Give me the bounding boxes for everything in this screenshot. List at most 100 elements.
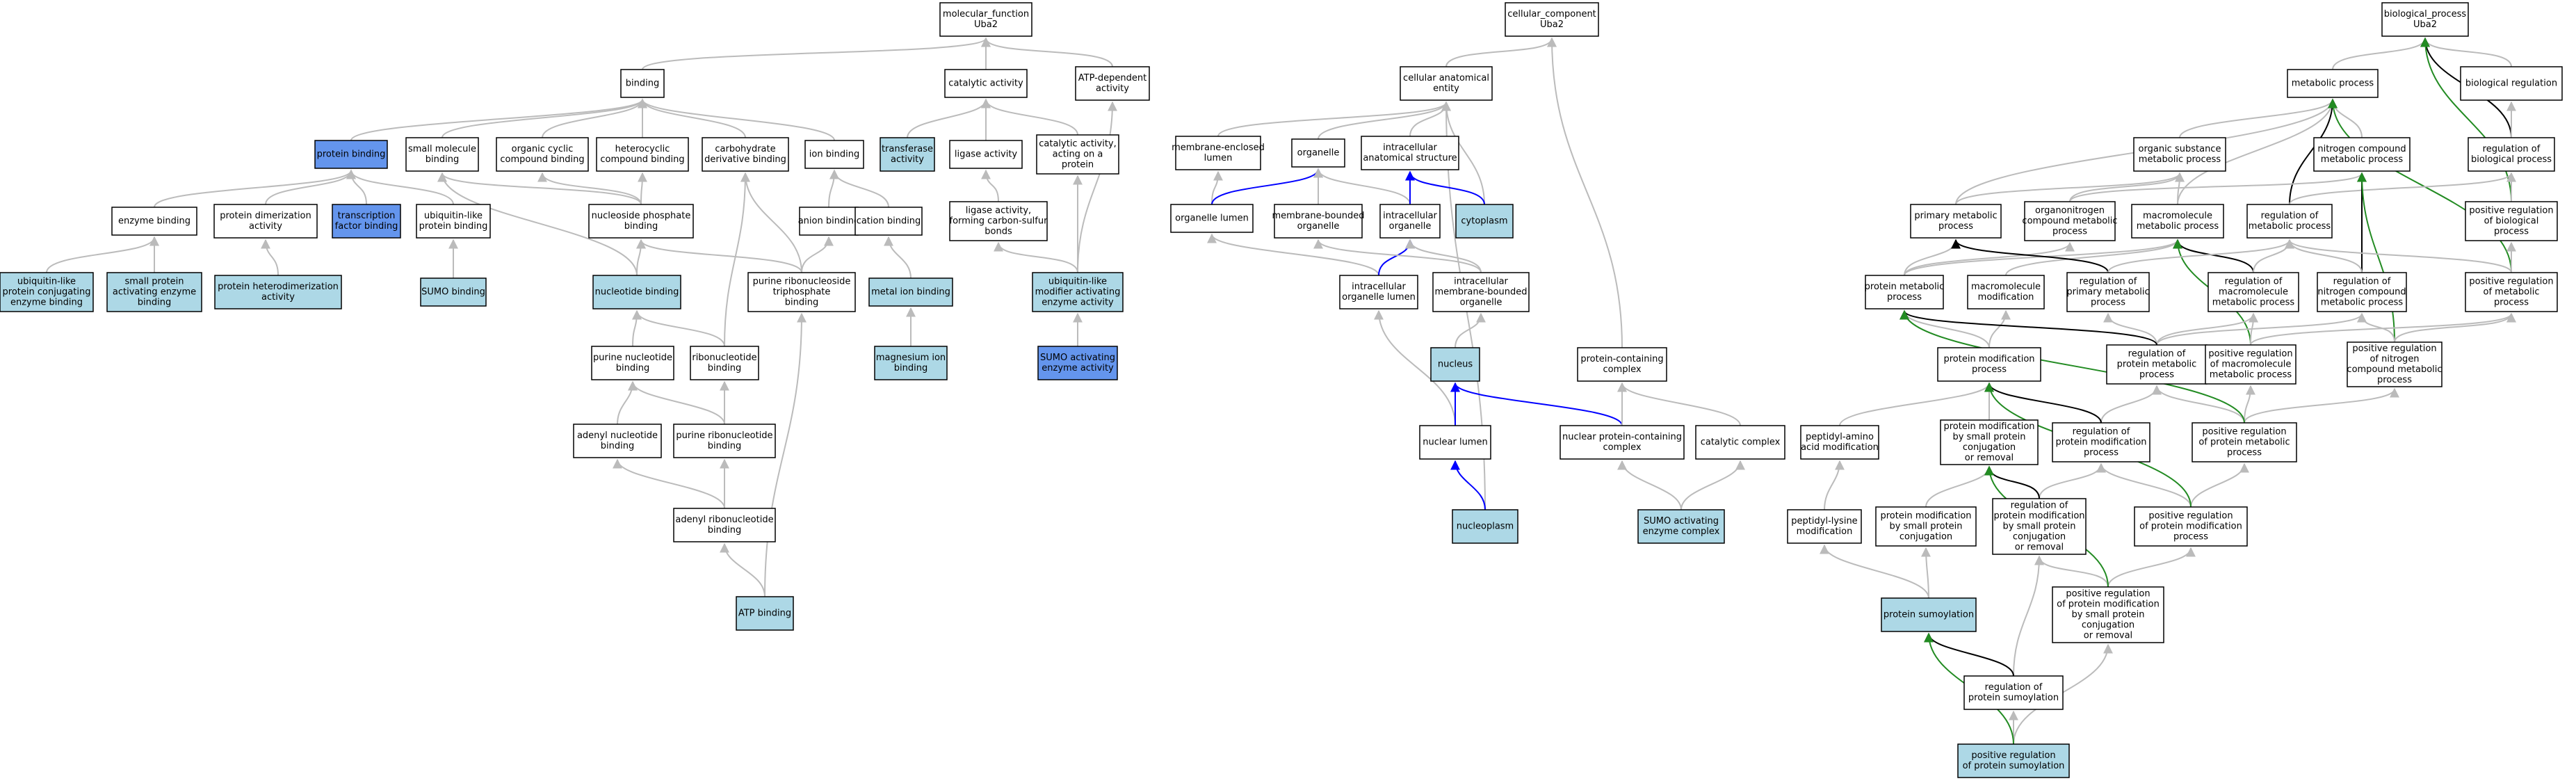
edge-ublact-to-ligasecs (994, 241, 1078, 273)
go-term-node-ligase[interactable]: ligase activity (949, 140, 1023, 169)
go-term-node-atp[interactable]: ATP binding (736, 596, 794, 631)
go-term-node-anion[interactable]: anion binding (798, 207, 860, 236)
go-term-node-sumobind[interactable]: SUMO binding (420, 277, 487, 307)
go-term-label: regulation of (2073, 427, 2130, 437)
go-term-node-cation[interactable]: cation binding (854, 207, 923, 236)
go-term-label: primary metabolic (1914, 211, 1997, 221)
go-term-node-catcomplex[interactable]: catalytic complex (1695, 425, 1785, 460)
go-term-box (2024, 201, 2116, 241)
go-term-node-ligasecs[interactable]: ligase activity,forming carbon-sulfurbon… (949, 201, 1048, 241)
go-term-label: activity (249, 221, 282, 232)
edge-intramemb-to-membbound (1313, 239, 1482, 273)
go-term-node-binding[interactable]: binding (620, 69, 665, 98)
go-term-node-catalytic[interactable]: catalytic activity (944, 69, 1028, 98)
go-term-node-metab[interactable]: metabolic process (2287, 69, 2379, 98)
go-term-label: adenyl ribonucleotide (675, 515, 773, 525)
go-term-label: of protein metabolic (2198, 437, 2290, 448)
go-term-node-sumoylation[interactable]: protein sumoylation (1881, 597, 1977, 632)
go-term-label: biological regulation (2465, 79, 2557, 89)
go-term-node-cytoplasm[interactable]: cytoplasm (1455, 204, 1514, 239)
go-term-box (854, 207, 923, 236)
go-term-node-protbind[interactable]: protein binding (314, 140, 388, 169)
go-term-node-nucbind[interactable]: nucleotide binding (592, 275, 681, 309)
go-term-node-bioreg[interactable]: biological regulation (2460, 66, 2563, 101)
go-term-node-metalion[interactable]: metal ion binding (868, 277, 953, 307)
go-term-node-orglumen[interactable]: organelle lumen (1170, 204, 1254, 233)
go-term-node-enzbind[interactable]: enzyme binding (111, 207, 197, 236)
edge-sumoylation-to-peptlys (1820, 544, 1929, 599)
go-term-node-ionbind[interactable]: ion binding (804, 140, 864, 169)
go-term-node-nucleus[interactable]: nucleus (1430, 347, 1480, 382)
go-term-node-organelle[interactable]: organelle (1291, 138, 1345, 168)
go-term-label: membrane-enclosed (1172, 143, 1265, 153)
go-term-node-nuclumen[interactable]: nuclear lumen (1419, 425, 1491, 460)
go-term-node-nucleoplasm[interactable]: nucleoplasm (1452, 509, 1518, 544)
